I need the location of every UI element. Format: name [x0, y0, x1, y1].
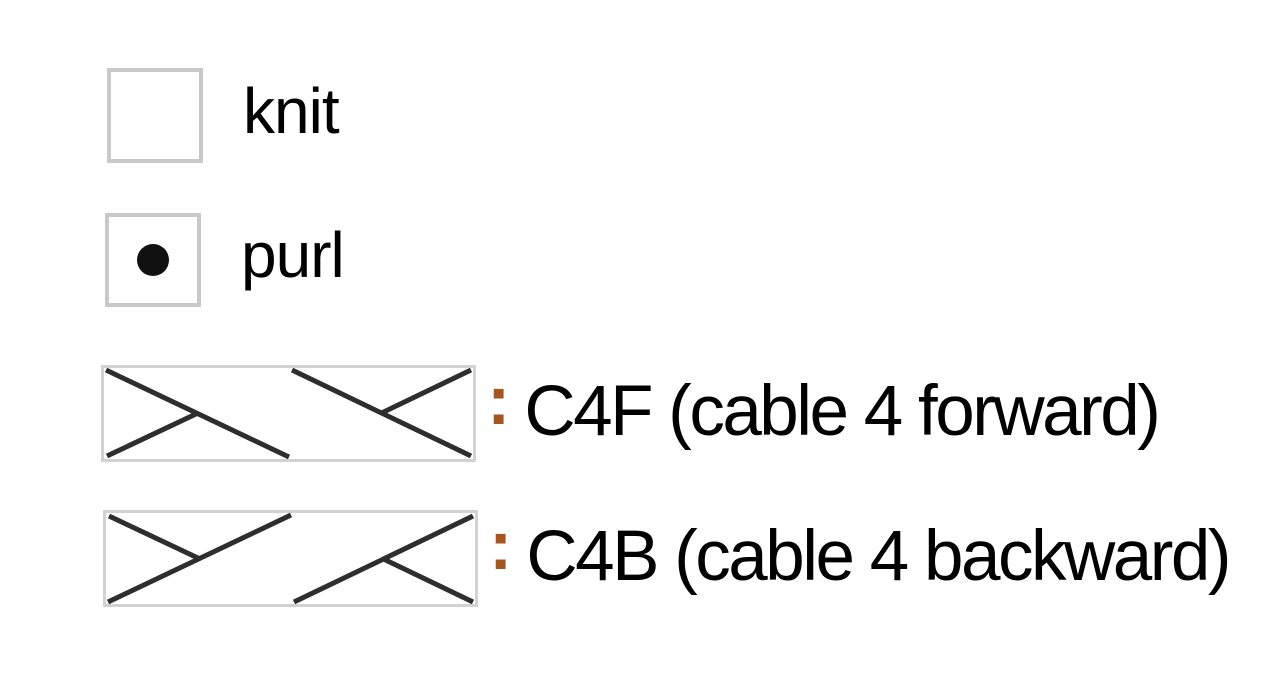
purl-square-icon — [105, 213, 201, 307]
c4b-label: C4B (cable 4 backward) — [526, 517, 1231, 596]
cable-4-backward-icon — [103, 510, 478, 607]
legend-row-c4b: : C4B (cable 4 backward) — [103, 505, 1231, 607]
legend-row-c4f: : C4F (cable 4 forward) — [101, 360, 1161, 462]
knit-square-icon — [107, 68, 203, 163]
purl-dot-icon — [137, 244, 169, 276]
separator-colon: : — [487, 360, 511, 439]
legend-row-knit: knit — [107, 68, 340, 163]
purl-label: purl — [241, 219, 345, 291]
separator-colon: : — [489, 505, 513, 584]
legend-row-purl: purl — [105, 213, 345, 307]
knit-label: knit — [243, 74, 340, 147]
c4f-label: C4F (cable 4 forward) — [524, 372, 1161, 451]
cable-4-forward-icon — [101, 365, 476, 462]
